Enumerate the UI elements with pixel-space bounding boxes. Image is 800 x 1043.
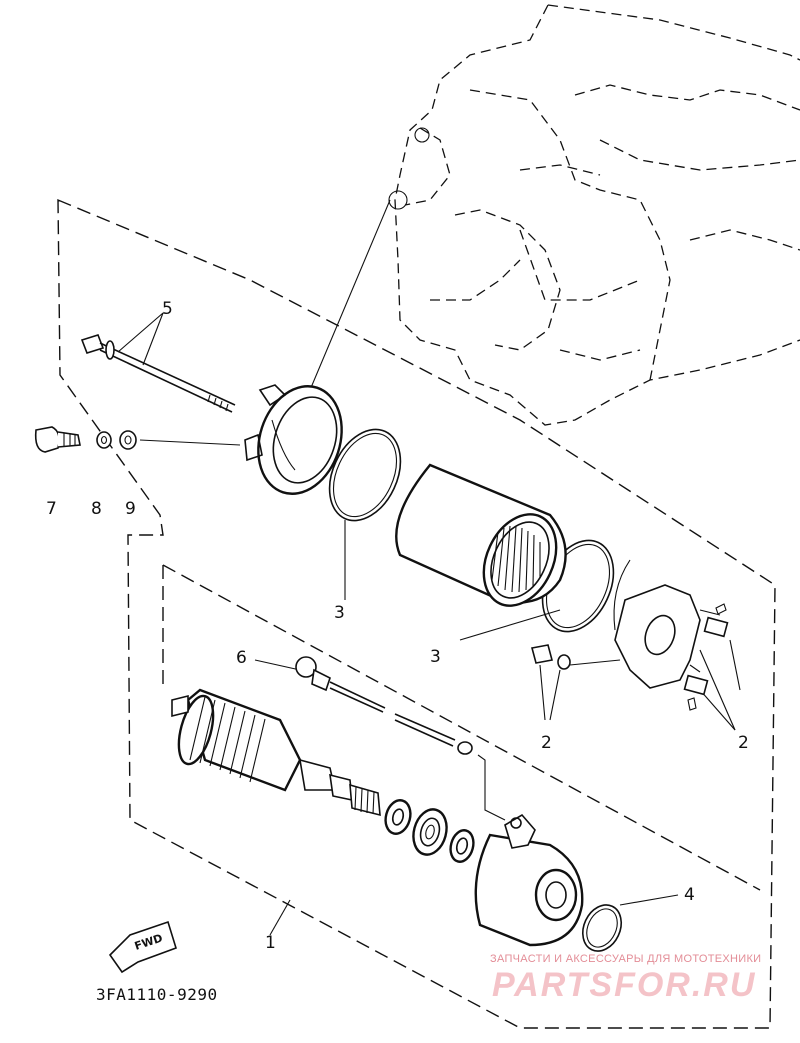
starter-yoke — [395, 463, 567, 607]
thrust-washer — [384, 799, 412, 835]
assembly-boundary — [57, 198, 776, 1029]
callout-8: 8 — [91, 499, 102, 519]
callout-2-right: 2 — [738, 733, 749, 753]
lead-wire — [295, 656, 473, 755]
watermark-tagline: ЗАПЧАСТИ И АКСЕССУАРЫ ДЛЯ МОТОТЕХНИКИ — [490, 953, 761, 965]
seal — [449, 829, 475, 863]
bearing — [412, 808, 448, 856]
rear-cover — [474, 813, 584, 947]
long-bolt — [80, 334, 236, 413]
drawing-code: 3FA1110-9290 — [96, 985, 218, 1004]
lock-washer — [96, 431, 112, 449]
brush-holder — [613, 559, 729, 711]
callout-2-left: 2 — [541, 733, 552, 753]
watermark-logo: PARTSFOR.RU — [492, 966, 756, 1004]
rear-o-ring — [581, 904, 623, 952]
brush-nut — [531, 644, 571, 670]
front-cover — [244, 384, 343, 495]
callout-7: 7 — [46, 499, 57, 519]
leader-lines — [117, 199, 741, 936]
callout-3-right: 3 — [430, 647, 441, 667]
o-ring — [328, 428, 402, 522]
callout-6: 6 — [236, 648, 247, 668]
crankcase-outline — [388, 4, 800, 426]
callout-9: 9 — [125, 499, 136, 519]
callout-labels: 1 2 2 3 3 4 5 6 7 8 9 — [46, 299, 749, 953]
callout-3-left: 3 — [334, 603, 345, 623]
fwd-direction-badge: FWD — [108, 920, 177, 974]
callout-5: 5 — [162, 299, 173, 319]
mounting-bolt — [34, 426, 81, 453]
callout-4: 4 — [684, 885, 695, 905]
watermark: ЗАПЧАСТИ И АКСЕССУАРЫ ДЛЯ МОТОТЕХНИКИ PA… — [490, 953, 761, 1004]
plain-washer — [119, 430, 137, 450]
armature — [171, 688, 381, 817]
callout-1: 1 — [265, 933, 276, 953]
